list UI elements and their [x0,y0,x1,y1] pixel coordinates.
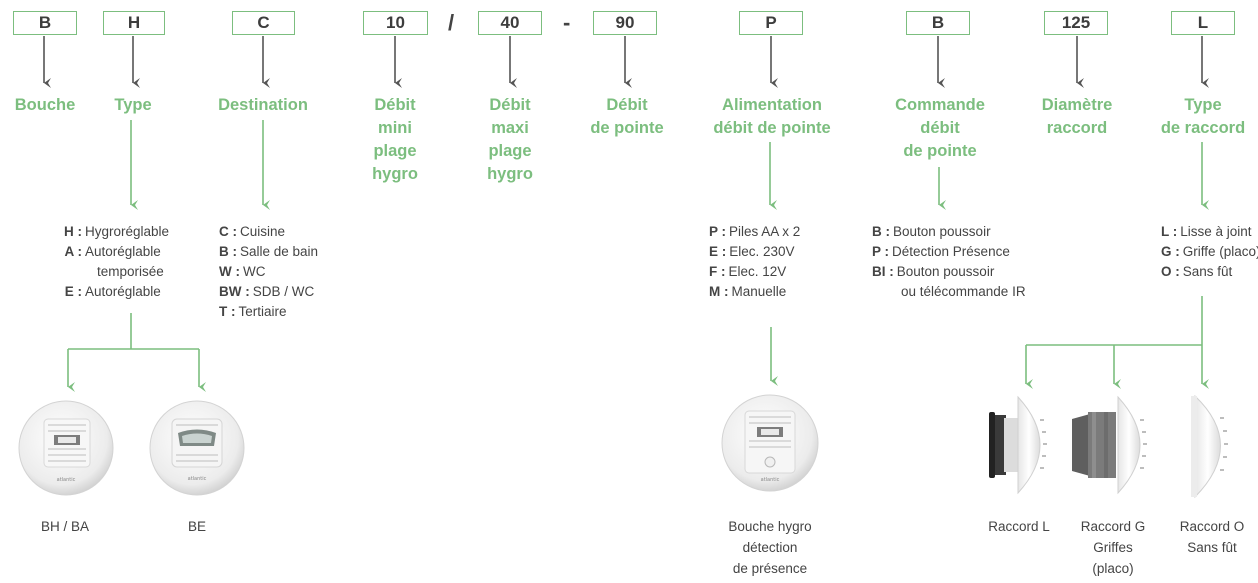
list-item: B :Bouton poussoir [872,224,991,239]
code-box-type-raccord: L [1171,11,1235,35]
bh-ba-vent-image: atlantic [18,400,114,496]
hygro-presence-vent-image: atlantic [721,394,819,492]
separator-dash: - [563,10,571,35]
raccord-g-image [1072,395,1147,495]
list-item: A :Autoréglable [64,244,161,259]
label-destination: Destination [218,96,308,114]
list-item: L :Lisse à joint [1161,224,1252,239]
list-item: W :WC [219,264,266,279]
list-item: T :Tertiaire [219,304,287,319]
list-item: E :Autoréglable [64,284,161,299]
list-item: P :Détection Présence [872,244,1010,259]
be-vent-image: atlantic [149,400,245,496]
caption-bh-ba: BH / BA [40,519,90,534]
list-item: O :Sans fût [1161,264,1233,279]
code-box-debit-mini: 10 [363,11,428,35]
raccord-l-image [989,395,1047,495]
caption-be: BE [187,519,207,534]
list-item: BI :Bouton poussoir [872,264,995,279]
code-box-alimentation: P [739,11,803,35]
code-box-type: H [103,11,165,35]
svg-text:atlantic: atlantic [761,477,780,483]
code-box-debit-maxi: 40 [478,11,542,35]
code-box-bouche: B [13,11,77,35]
code-box-destination: C [232,11,295,35]
list-item: temporisée [97,264,164,279]
list-item: ou télécommande IR [901,284,1026,299]
list-item: M :Manuelle [709,284,787,299]
separator-slash: / [448,10,455,35]
svg-text:atlantic: atlantic [57,477,76,483]
list-item: B :Salle de bain [219,244,319,259]
label-type: Type [114,96,152,114]
list-item: P :Piles AA x 2 [709,224,801,239]
list-alimentation: P :Piles AA x 2 E :Elec. 230V F :Elec. 1… [709,222,800,302]
list-commande: B :Bouton poussoir P :Détection Présence… [872,222,1026,302]
list-type: H :Hygroréglable A :Autoréglable tempori… [58,222,169,302]
list-item: H :Hygroréglable [64,224,170,239]
list-raccord: L :Lisse à joint G :Griffe (placo) O :Sa… [1161,222,1258,282]
list-item: F :Elec. 12V [709,264,787,279]
code-box-commande: B [906,11,970,35]
label-bouche: Bouche [14,96,76,114]
code-box-debit-pointe: 90 [593,11,657,35]
code-box-diametre: 125 [1044,11,1108,35]
list-item: E :Elec. 230V [709,244,795,259]
list-item: BW :SDB / WC [219,284,315,299]
svg-text:atlantic: atlantic [188,476,207,482]
list-destination: C :Cuisine B :Salle de bain W :WC BW :SD… [219,222,318,322]
list-item: G :Griffe (placo) [1161,244,1258,259]
caption-raccord-l: Raccord L [988,519,1050,534]
list-item: C :Cuisine [219,224,286,239]
raccord-o-image [1191,394,1228,499]
